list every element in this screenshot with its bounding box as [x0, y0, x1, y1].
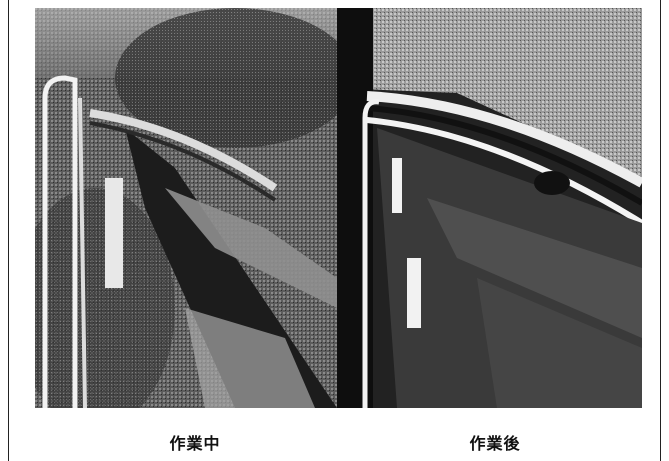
- caption-during-work: 作業中: [169, 434, 221, 453]
- caption-after-work: 作業後: [469, 434, 521, 453]
- frame-border-left: [8, 0, 9, 461]
- photo-after-work-image: [337, 8, 642, 408]
- photo-during-work: [35, 8, 337, 408]
- photo-during-work-image: [35, 8, 337, 408]
- frame-border-right: [660, 0, 661, 461]
- photo-after-work: [337, 8, 642, 408]
